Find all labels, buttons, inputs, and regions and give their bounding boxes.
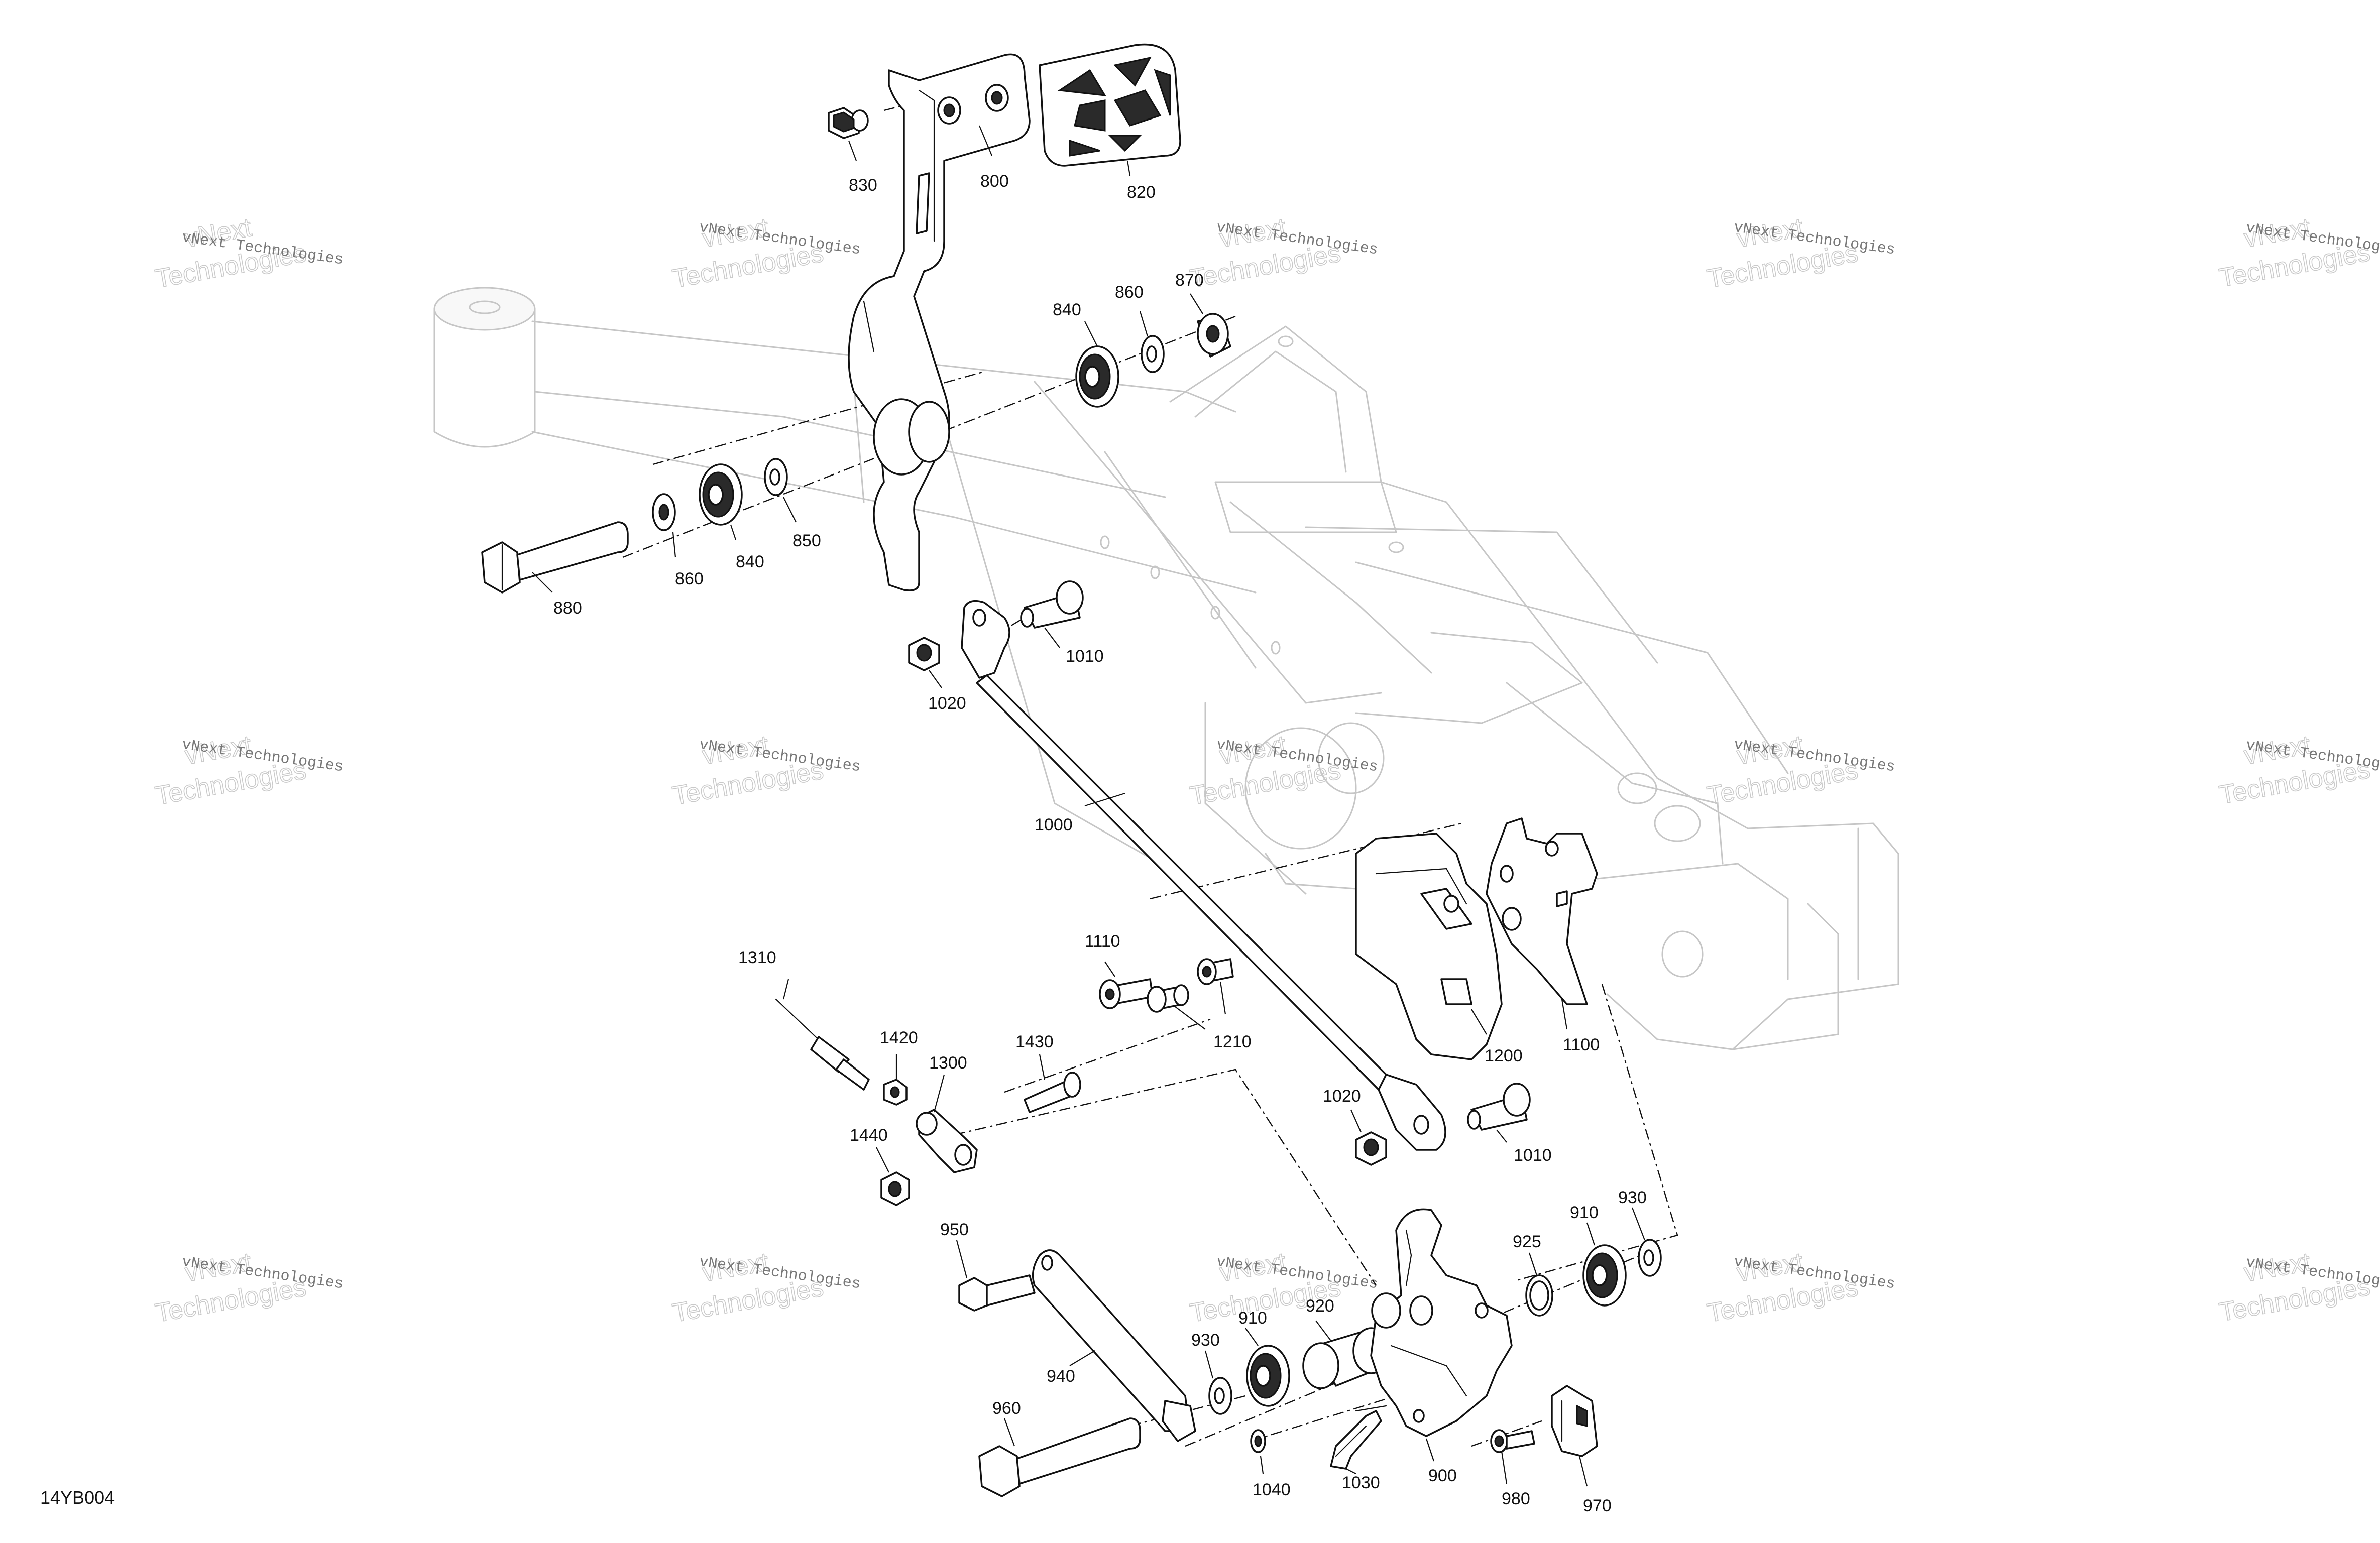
callout-820: 820 xyxy=(1127,183,1156,202)
part-840-bearing-upper[interactable] xyxy=(1075,345,1119,408)
part-930-washer-upper[interactable] xyxy=(1638,1239,1662,1277)
part-850-washer[interactable] xyxy=(764,458,788,496)
part-820-pedal-pad[interactable] xyxy=(1039,43,1181,167)
part-830-nut[interactable] xyxy=(828,107,869,139)
part-840-bearing-lower[interactable] xyxy=(699,463,743,526)
part-1110-bolt[interactable] xyxy=(1099,978,1154,1009)
part-940-link-arm[interactable] xyxy=(1032,1249,1196,1442)
part-brake-pedal-lever[interactable] xyxy=(848,53,1031,591)
ghost-frame xyxy=(433,287,1899,1050)
watermark: vNext Technologies vNext Technologies xyxy=(1187,212,1379,294)
part-1430-bolt[interactable] xyxy=(1024,1072,1081,1113)
part-950-bolt[interactable] xyxy=(958,1274,1036,1312)
watermark: vNext Technologies vNext Technologies xyxy=(1705,212,1896,294)
part-1020-nut-lower[interactable] xyxy=(1355,1131,1387,1166)
watermark: vNext Technologies vNext Technologies xyxy=(153,212,345,294)
callout-1040: 1040 xyxy=(1253,1480,1291,1499)
document-code: 14YB004 xyxy=(40,1487,115,1508)
part-1010-pin-lower[interactable] xyxy=(1467,1083,1531,1131)
part-920-sleeve[interactable] xyxy=(1302,1327,1390,1389)
callout-930-upper: 930 xyxy=(1618,1188,1647,1207)
part-910-bearing-lower[interactable] xyxy=(1246,1345,1290,1407)
part-1030-spring[interactable] xyxy=(1330,1405,1387,1470)
callout-970: 970 xyxy=(1583,1496,1612,1515)
watermark: vNext Technologies vNext Technologies xyxy=(670,730,862,811)
callout-860-upper: 860 xyxy=(1115,283,1144,302)
watermark: vNext Technologies vNext Technologies xyxy=(670,1247,862,1328)
callout-860-lower: 860 xyxy=(675,569,704,588)
part-930-washer-lower[interactable] xyxy=(1208,1377,1232,1415)
watermark: vNext Technologies vNext Technologies xyxy=(1705,1247,1896,1328)
callout-1440: 1440 xyxy=(850,1126,888,1145)
watermark: vNext Technologies vNext Technologies xyxy=(2217,730,2380,810)
watermark: vNext Technologies vNext Technologies xyxy=(1705,730,1896,811)
watermark: vNext Technologies vNext Technologies xyxy=(2217,212,2380,293)
part-1000-pushrod[interactable] xyxy=(961,600,1446,1151)
watermark: vNext Technologies vNext Technologies xyxy=(670,212,862,294)
watermark: vNext Technologies vNext Technologies xyxy=(1187,730,1379,811)
watermark: vNext Technologies vNext Technologies xyxy=(153,730,345,811)
watermark: vNext Technologies vNext Technologies xyxy=(153,1247,345,1328)
callout-910-upper: 910 xyxy=(1570,1203,1599,1222)
callout-1110: 1110 xyxy=(1085,932,1120,951)
part-910-bearing-upper[interactable] xyxy=(1582,1244,1627,1307)
part-1210-spacer-a[interactable] xyxy=(1147,984,1189,1013)
part-1420-nut[interactable] xyxy=(883,1079,908,1106)
callout-1020-upper: 1020 xyxy=(928,694,966,713)
callout-940: 940 xyxy=(1047,1367,1075,1386)
callout-840-upper: 840 xyxy=(1053,300,1081,319)
part-1040-clip[interactable] xyxy=(1250,1429,1266,1453)
callout-1100: 1100 xyxy=(1563,1035,1600,1054)
part-1200-switch-bracket[interactable] xyxy=(1355,833,1503,1060)
callout-1210: 1210 xyxy=(1213,1032,1252,1051)
callout-830: 830 xyxy=(849,176,877,195)
watermarks: vNext Technologies vNext Technologies vN… xyxy=(153,212,2380,1328)
part-1310-pin[interactable] xyxy=(775,998,870,1091)
callout-850: 850 xyxy=(792,531,821,550)
callout-950: 950 xyxy=(940,1220,969,1239)
part-970-switch[interactable] xyxy=(1551,1385,1598,1457)
callout-1430: 1430 xyxy=(1015,1032,1054,1051)
callout-1200: 1200 xyxy=(1485,1046,1523,1065)
callout-960: 960 xyxy=(992,1399,1021,1418)
part-1010-pin-upper[interactable] xyxy=(1020,580,1084,629)
part-860-washer-upper[interactable] xyxy=(1141,335,1165,373)
callout-1300: 1300 xyxy=(929,1053,967,1073)
callout-980: 980 xyxy=(1502,1489,1530,1508)
watermark: vNext Technologies vNext Technologies xyxy=(1187,1247,1379,1328)
callout-870: 870 xyxy=(1175,271,1204,290)
part-labels: 830 800 820 840 860 870 840 850 860 880 … xyxy=(553,172,1647,1515)
callout-800: 800 xyxy=(980,172,1009,191)
callout-900: 900 xyxy=(1428,1466,1457,1485)
callout-1020-lower: 1020 xyxy=(1323,1087,1361,1106)
part-960-bolt[interactable] xyxy=(978,1417,1141,1497)
callout-1420: 1420 xyxy=(880,1028,918,1047)
callout-1010-upper: 1010 xyxy=(1066,647,1104,666)
callout-1030: 1030 xyxy=(1342,1473,1380,1492)
part-925-washer[interactable] xyxy=(1525,1274,1553,1317)
callout-910-lower: 910 xyxy=(1238,1309,1267,1328)
callout-1010-lower: 1010 xyxy=(1514,1146,1552,1165)
part-880-bolt[interactable] xyxy=(481,521,629,594)
leader-lines xyxy=(532,125,1646,1487)
watermark: vNext Technologies vNext Technologies xyxy=(2217,1247,2380,1328)
part-870-bushing[interactable] xyxy=(1197,313,1231,358)
callout-840-lower: 840 xyxy=(736,552,764,571)
part-1440-nut[interactable] xyxy=(880,1171,910,1206)
part-1100-mount-plate[interactable] xyxy=(1486,817,1598,1005)
callout-1000: 1000 xyxy=(1035,815,1073,835)
part-860-washer-lower[interactable] xyxy=(652,493,676,531)
callout-930-lower: 930 xyxy=(1191,1331,1220,1350)
callout-1310: 1310 xyxy=(738,948,776,967)
callout-920: 920 xyxy=(1306,1296,1334,1316)
part-1300-clevis[interactable] xyxy=(916,1109,978,1173)
callout-925: 925 xyxy=(1513,1232,1541,1251)
part-1020-nut-upper[interactable] xyxy=(908,637,940,671)
callout-880: 880 xyxy=(553,599,582,618)
part-1210-spacer-b[interactable] xyxy=(1197,958,1234,985)
part-980-screw[interactable] xyxy=(1490,1429,1535,1453)
part-900-pivot-bracket[interactable] xyxy=(1370,1208,1513,1437)
